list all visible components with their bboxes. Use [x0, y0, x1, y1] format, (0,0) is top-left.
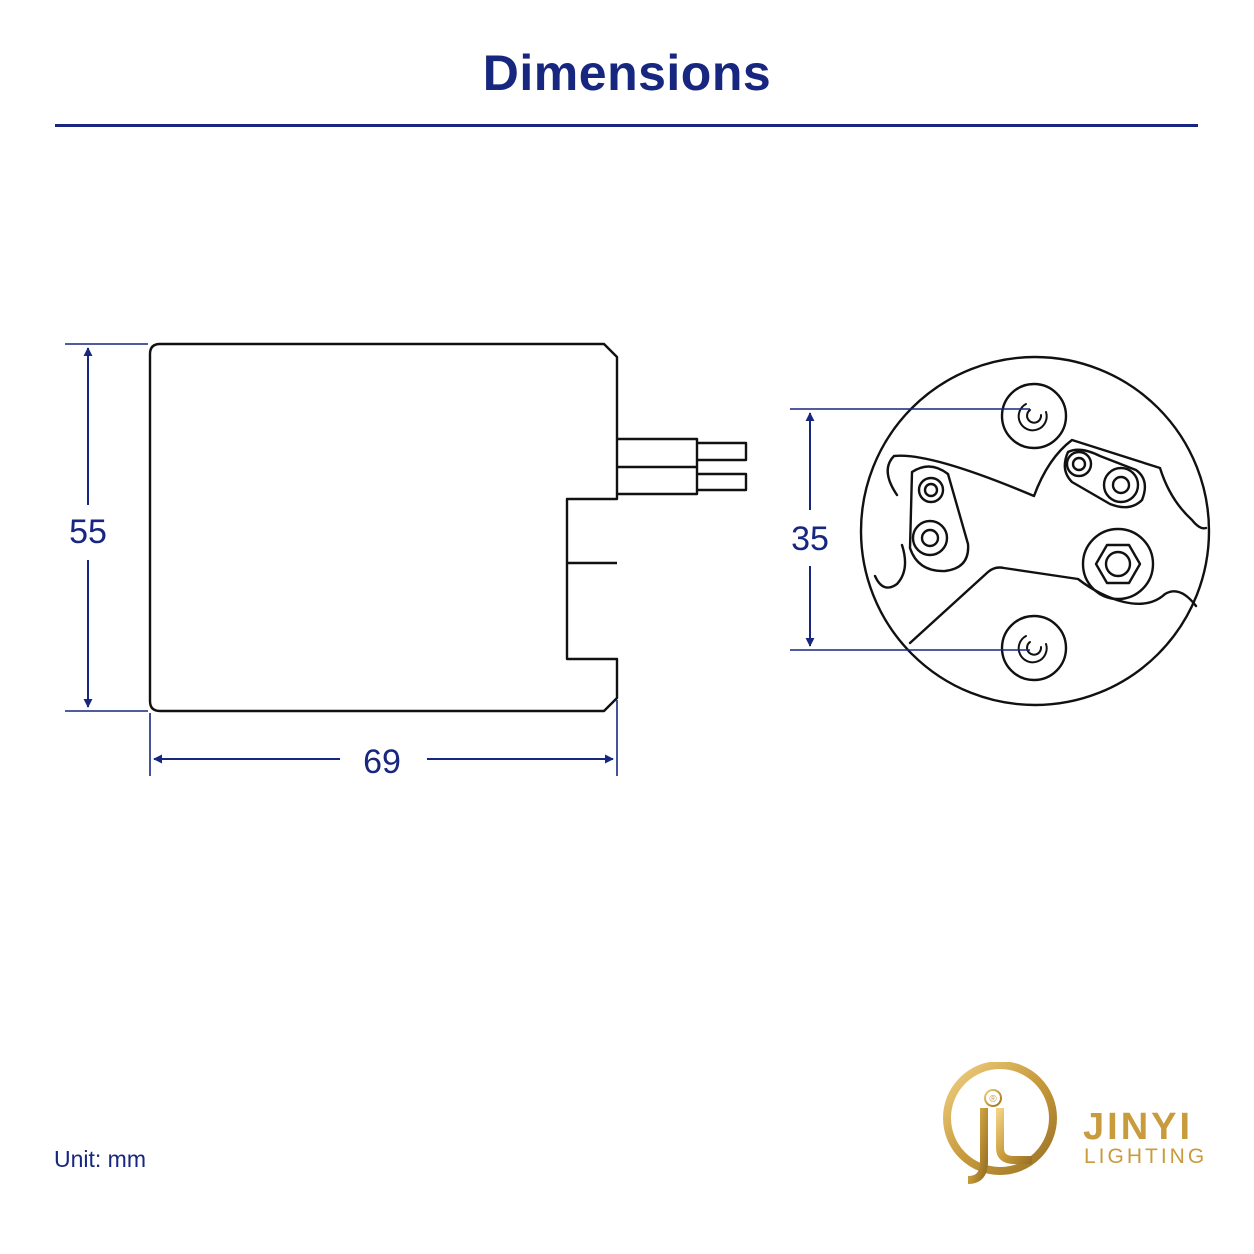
inner-profile-lower	[873, 543, 907, 589]
brand-name: JINYI	[1083, 1106, 1194, 1148]
height-dimension: 55	[65, 343, 148, 712]
spacing-value: 35	[791, 520, 829, 558]
jinyi-logo-icon: ®	[943, 1062, 1057, 1184]
front-view	[859, 355, 1211, 707]
inner-profile-upper	[886, 438, 1208, 530]
side-view	[148, 342, 748, 713]
hex-nut	[1081, 527, 1155, 601]
height-value: 55	[69, 513, 107, 551]
cable-stubs	[617, 437, 748, 496]
inner-profile-bottom	[908, 566, 1198, 645]
socket-outline	[859, 355, 1211, 707]
contact-top	[1000, 382, 1068, 450]
registered-mark: ®	[989, 1094, 997, 1105]
page-title: Dimensions	[482, 45, 772, 101]
title-divider	[55, 124, 1198, 127]
width-value: 69	[363, 743, 401, 781]
terminal-right	[1063, 448, 1147, 509]
terminal-left	[908, 465, 970, 573]
housing-outline	[148, 342, 619, 713]
contact-bottom	[1000, 614, 1068, 682]
width-dimension: 69	[149, 700, 618, 781]
unit-note: Unit: mm	[54, 1146, 146, 1172]
spacing-dimension: 35	[790, 408, 1030, 651]
brand-subtitle: LIGHTING	[1084, 1145, 1208, 1168]
